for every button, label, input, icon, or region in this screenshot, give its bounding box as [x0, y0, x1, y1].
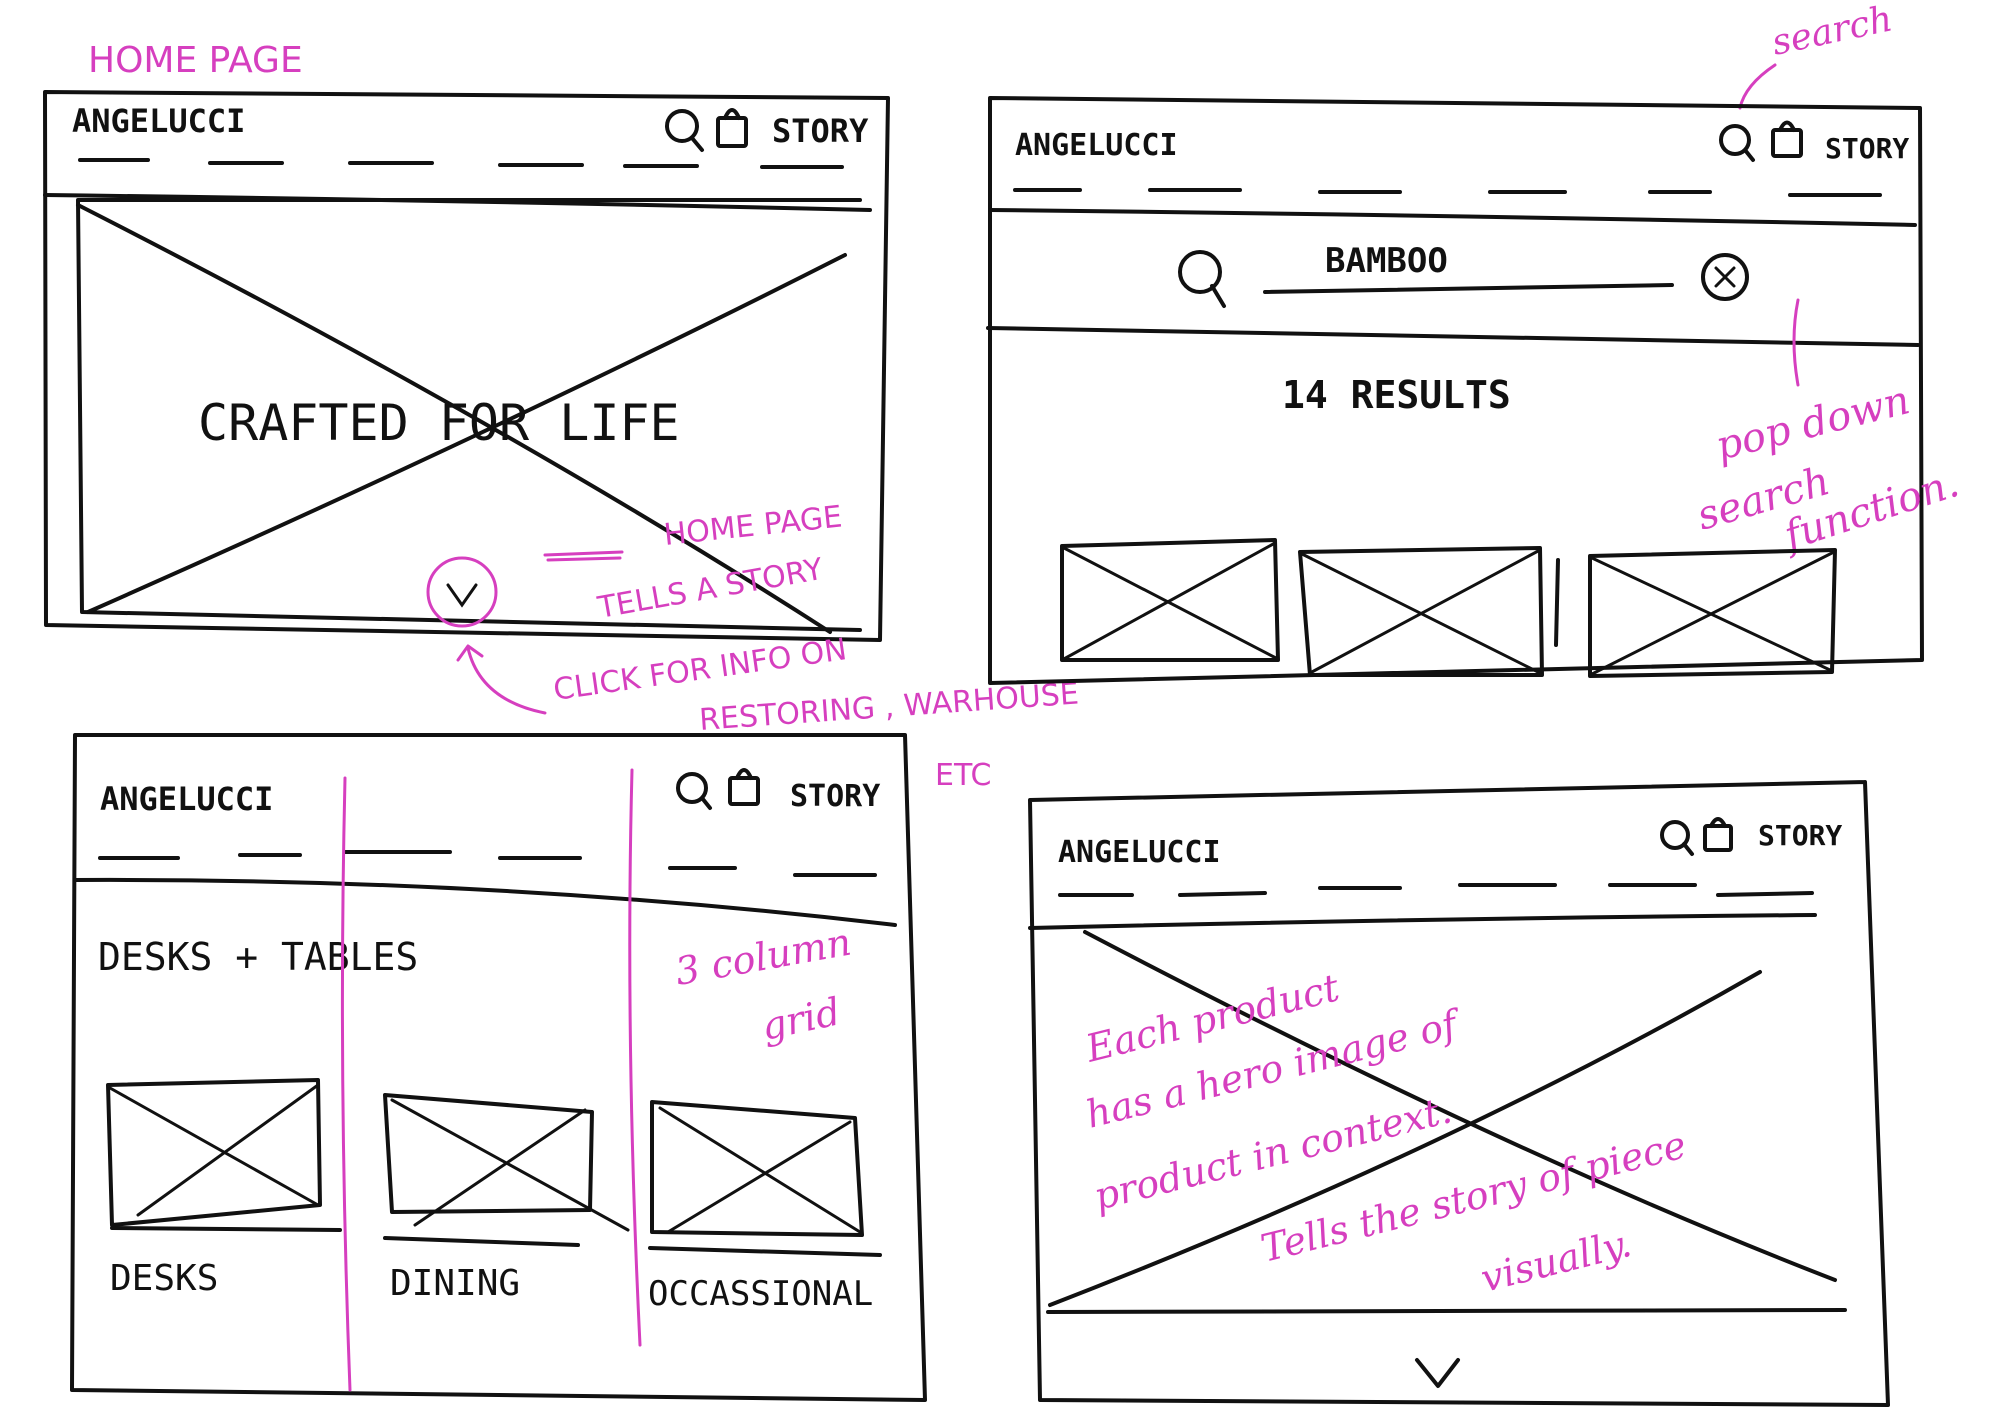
brand-logo[interactable]: ANGELUCCI: [1058, 835, 1221, 870]
nav-story-link[interactable]: STORY: [1758, 819, 1842, 852]
grid-guide-line: [628, 768, 642, 1347]
grid-guide-line: [340, 776, 352, 1392]
brand-logo[interactable]: ANGELUCCI: [100, 780, 273, 818]
panel-category-frame: [70, 733, 927, 1402]
chevron-down-icon[interactable]: [426, 556, 498, 628]
nav-story-link[interactable]: STORY: [1825, 132, 1909, 165]
nav-menu-placeholder: [78, 158, 844, 169]
category-tile-dining[interactable]: DINING: [383, 1093, 630, 1304]
search-input[interactable]: BAMBOO: [1325, 241, 1448, 281]
header-divider: [43, 193, 872, 212]
page-label-home: HOME PAGE: [88, 40, 303, 81]
note-click-info-2: RESTORING , WARHOUSE: [698, 677, 1080, 738]
note-popdown-1: pop down: [1711, 377, 1914, 469]
note-grid-1: 3 column: [672, 920, 855, 994]
search-field-icon: [1178, 250, 1226, 308]
brand-logo[interactable]: ANGELUCCI: [72, 102, 245, 140]
hero-image-placeholder-cross: [1048, 930, 1837, 1307]
note-search-pointer: [1738, 63, 1777, 110]
hero-image-placeholder-cross: [76, 203, 847, 634]
hero-tagline: CRAFTED FOR LIFE: [198, 394, 680, 452]
result-thumbnail[interactable]: [1298, 546, 1544, 677]
search-icon[interactable]: [1660, 820, 1694, 856]
strikethrough-scribble: [543, 550, 624, 562]
nav-menu-placeholder: [98, 850, 877, 877]
search-icon[interactable]: [665, 109, 704, 152]
nav-menu-placeholder: [1058, 883, 1814, 897]
nav-menu-placeholder: [1013, 188, 1882, 197]
note-grid-2: grid: [758, 989, 844, 1048]
category-tile-desks[interactable]: DESKS: [106, 1078, 342, 1299]
nav-story-link[interactable]: STORY: [790, 779, 880, 814]
hero-image-bottom: [1046, 1308, 1847, 1314]
hero-image-frame: [76, 198, 862, 632]
note-home-story-1: HOME PAGE: [662, 499, 844, 553]
chevron-down-icon[interactable]: [1415, 1358, 1460, 1388]
brand-logo[interactable]: ANGELUCCI: [1015, 128, 1178, 163]
note-product-5: visually.: [1477, 1221, 1636, 1301]
category-title: DESKS + TABLES: [98, 935, 418, 979]
results-count: 14 RESULTS: [1282, 373, 1511, 417]
header-divider: [1028, 913, 1817, 930]
nav-story-link[interactable]: STORY: [772, 112, 869, 150]
category-label-desks[interactable]: DESKS: [110, 1258, 218, 1299]
note-arrow: [466, 646, 547, 715]
note-search-top: search: [1768, 0, 1896, 64]
search-input-underline: [1263, 283, 1674, 294]
panel-category: ANGELUCCI STORY DESKS + TABLES 3 column …: [70, 733, 927, 1402]
result-thumbnail[interactable]: [1588, 548, 1837, 678]
panel-home-frame: [43, 90, 890, 642]
note-pointer: [1792, 298, 1800, 387]
search-icon[interactable]: [1719, 124, 1755, 162]
category-label-dining[interactable]: DINING: [390, 1263, 520, 1304]
shopping-bag-icon[interactable]: [1703, 817, 1733, 852]
search-bar-divider: [986, 326, 1920, 347]
category-label-occasional[interactable]: OCCASSIONAL: [648, 1274, 873, 1314]
shopping-bag-icon[interactable]: [1771, 120, 1803, 158]
note-home-story-2: TELLS A STORY: [594, 552, 826, 626]
close-icon[interactable]: [1701, 253, 1749, 301]
header-divider: [73, 877, 897, 927]
panel-product-frame: [1028, 780, 1890, 1407]
panel-product: ANGELUCCI STORY Each product has a hero …: [1028, 780, 1890, 1407]
shopping-bag-icon[interactable]: [728, 768, 760, 806]
shopping-bag-icon[interactable]: [716, 108, 748, 148]
note-arrowhead: [456, 644, 484, 662]
result-thumbnail[interactable]: [1060, 538, 1280, 662]
panel-search-frame: [988, 96, 1924, 685]
header-divider: [988, 208, 1917, 227]
category-tile-occasional[interactable]: OCCASSIONAL: [648, 1100, 882, 1314]
panel-search: search ANGELUCCI STORY BAMBOO 14 RESUL: [986, 0, 1964, 685]
panel-home: ANGELUCCI STORY CRAFTED FOR LIFE HOME PA…: [43, 90, 1080, 793]
search-icon[interactable]: [676, 772, 712, 810]
grid-separator: [1554, 558, 1560, 647]
note-click-info-3: ETC: [935, 758, 991, 793]
